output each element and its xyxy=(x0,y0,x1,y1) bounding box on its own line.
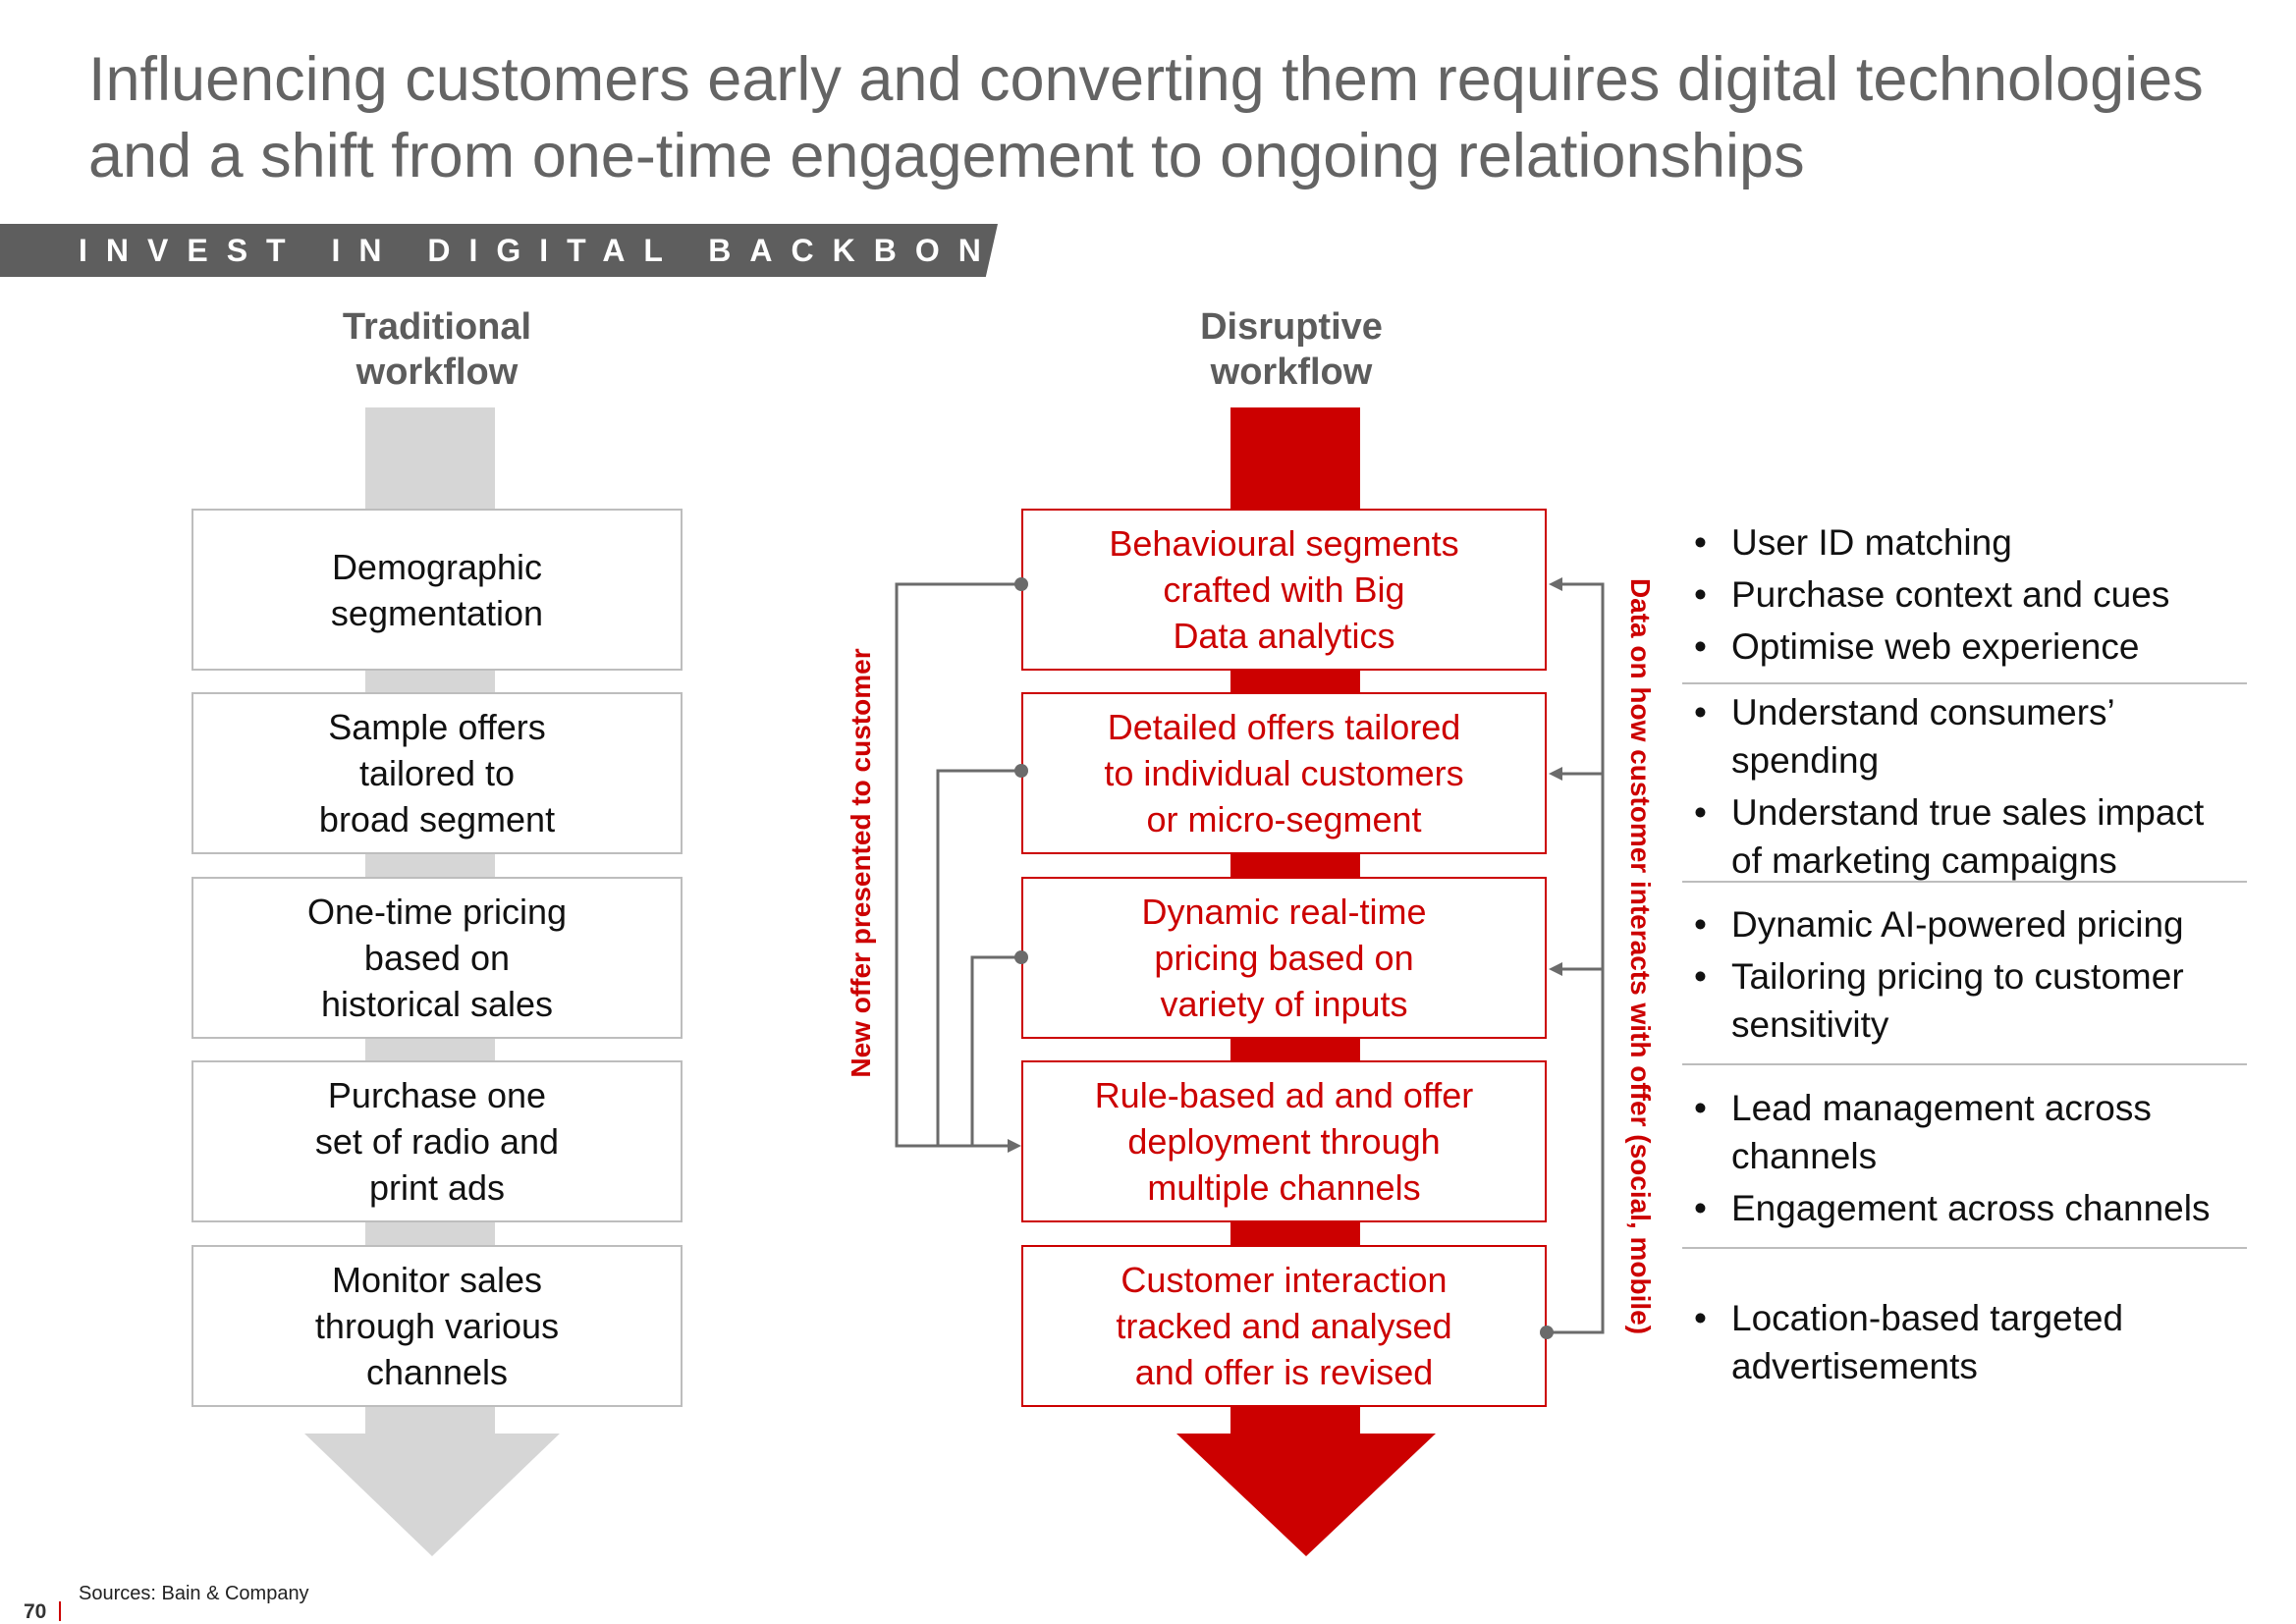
disruptive-step-4-line-2: deployment through xyxy=(1127,1121,1441,1162)
left-loop-connector-1 xyxy=(895,582,1021,1148)
capabilities-divider xyxy=(1682,682,2247,684)
disruptive-step-2-line-1: Detailed offers tailored xyxy=(1107,707,1461,747)
capabilities-divider xyxy=(1682,1247,2247,1249)
disruptive-step-1-line-3: Data analytics xyxy=(1173,616,1395,656)
slide-title: Influencing customers early and converti… xyxy=(88,41,2249,194)
traditional-step-3-line-3: historical sales xyxy=(320,984,554,1024)
disruptive-step-3-line-2: pricing based on xyxy=(1154,938,1414,978)
disruptive-down-arrow-icon xyxy=(1176,1434,1436,1556)
section-banner xyxy=(0,224,998,277)
disruptive-step-3: Dynamic real-time pricing based on varie… xyxy=(1021,877,1547,1039)
disruptive-step-3-line-3: variety of inputs xyxy=(1160,984,1408,1024)
disruptive-heading: Disruptive workflow xyxy=(1144,304,1439,395)
traditional-heading: Traditional workflow xyxy=(290,304,584,395)
right-loop-label: Data on how customer interacts with offe… xyxy=(1625,577,1656,1335)
capability-bullet: Optimise web experience xyxy=(1682,623,2262,671)
disruptive-step-4-line-3: multiple channels xyxy=(1147,1167,1421,1208)
disruptive-step-1-line-2: crafted with Big xyxy=(1163,569,1405,610)
disruptive-step-2-line-2: to individual customers xyxy=(1104,753,1464,793)
traditional-step-2-line-1: Sample offers xyxy=(328,707,546,747)
traditional-step-5: Monitor sales through various channels xyxy=(191,1245,683,1407)
disruptive-step-4-line-1: Rule-based ad and offer xyxy=(1094,1075,1474,1115)
capability-bullet: Lead management across channels xyxy=(1682,1084,2262,1180)
page-number: 70 xyxy=(24,1600,47,1623)
traditional-step-1-line-2: segmentation xyxy=(330,592,544,633)
disruptive-heading-line-2: workflow xyxy=(1210,352,1373,393)
connector-dot xyxy=(1540,1326,1554,1339)
capability-bullet: Purchase context and cues xyxy=(1682,570,2262,619)
disruptive-step-2: Detailed offers tailored to individual c… xyxy=(1021,692,1547,854)
traditional-heading-line-2: workflow xyxy=(355,352,519,393)
traditional-step-2-line-3: broad segment xyxy=(318,799,556,839)
traditional-step-5-line-1: Monitor sales xyxy=(331,1260,543,1300)
traditional-step-2: Sample offers tailored to broad segment xyxy=(191,692,683,854)
traditional-step-2-line-2: tailored to xyxy=(358,753,516,793)
traditional-step-4-line-3: print ads xyxy=(368,1167,506,1208)
traditional-step-4-line-2: set of radio and xyxy=(314,1121,560,1162)
arrowhead-right-icon xyxy=(1008,1139,1021,1153)
traditional-step-5-line-2: through various xyxy=(314,1306,560,1346)
source-note: Sources: Bain & Company xyxy=(79,1583,309,1604)
arrowhead-left-icon xyxy=(1549,767,1562,781)
capabilities-group-5: Location-based targeted advertisements xyxy=(1682,1294,2262,1390)
disruptive-step-5-line-2: tracked and analysed xyxy=(1116,1306,1452,1346)
left-loop-connector-2 xyxy=(936,769,1021,1146)
arrowhead-left-icon xyxy=(1549,962,1562,976)
arrowhead-left-icon xyxy=(1549,577,1562,591)
capability-bullet: Location-based targeted advertisements xyxy=(1682,1294,2262,1390)
traditional-step-1-line-1: Demographic xyxy=(331,546,543,587)
capability-bullet: Engagement across channels xyxy=(1682,1184,2262,1232)
traditional-step-4-line-1: Purchase one xyxy=(327,1075,547,1115)
disruptive-step-5-line-3: and offer is revised xyxy=(1134,1352,1434,1392)
capabilities-divider xyxy=(1682,1063,2247,1065)
disruptive-step-2-line-3: or micro-segment xyxy=(1146,799,1422,839)
slide-title-line-2: and a shift from one-time engagement to … xyxy=(88,122,1805,190)
disruptive-step-3-line-1: Dynamic real-time xyxy=(1141,892,1427,932)
disruptive-heading-line-1: Disruptive xyxy=(1200,306,1383,348)
left-loop-connector-3 xyxy=(970,955,1021,1146)
traditional-step-3-line-2: based on xyxy=(363,938,511,978)
connector-dot xyxy=(1014,764,1028,778)
slide-title-line-1: Influencing customers early and converti… xyxy=(88,45,2204,114)
left-loop-label: New offer presented to customer xyxy=(846,648,876,1078)
capability-bullet: Tailoring pricing to customer sensitivit… xyxy=(1682,952,2262,1049)
capability-bullet: Understand true sales impact of marketin… xyxy=(1682,788,2262,885)
disruptive-step-5: Customer interaction tracked and analyse… xyxy=(1021,1245,1547,1407)
traditional-step-3: One-time pricing based on historical sal… xyxy=(191,877,683,1039)
disruptive-step-5-line-1: Customer interaction xyxy=(1121,1260,1448,1300)
capabilities-divider xyxy=(1682,881,2247,883)
capabilities-group-1: User ID matching Purchase context and cu… xyxy=(1682,518,2262,671)
traditional-down-arrow-icon xyxy=(304,1434,560,1556)
traditional-step-5-line-3: channels xyxy=(365,1352,509,1392)
capabilities-group-2: Understand consumers’ spending Understan… xyxy=(1682,688,2262,885)
traditional-heading-line-1: Traditional xyxy=(342,306,532,348)
connector-dot xyxy=(1014,950,1028,964)
traditional-step-1: Demographic segmentation xyxy=(191,509,683,671)
disruptive-step-4: Rule-based ad and offer deployment throu… xyxy=(1021,1060,1547,1222)
capability-bullet: Understand consumers’ spending xyxy=(1682,688,2262,785)
capability-bullet: User ID matching xyxy=(1682,518,2262,567)
capability-bullet: Dynamic AI-powered pricing xyxy=(1682,900,2262,948)
page-number-divider xyxy=(59,1601,61,1621)
traditional-step-4: Purchase one set of radio and print ads xyxy=(191,1060,683,1222)
right-loop-connector-1 xyxy=(1547,582,1605,1334)
capabilities-group-3: Dynamic AI-powered pricing Tailoring pri… xyxy=(1682,900,2262,1049)
capabilities-group-4: Lead management across channels Engageme… xyxy=(1682,1084,2262,1232)
disruptive-step-1: Behavioural segments crafted with Big Da… xyxy=(1021,509,1547,671)
disruptive-step-1-line-1: Behavioural segments xyxy=(1109,523,1459,564)
connector-dot xyxy=(1014,577,1028,591)
traditional-step-3-line-1: One-time pricing xyxy=(306,892,568,932)
section-banner-label: INVEST IN DIGITAL BACKBONE xyxy=(79,233,1040,268)
